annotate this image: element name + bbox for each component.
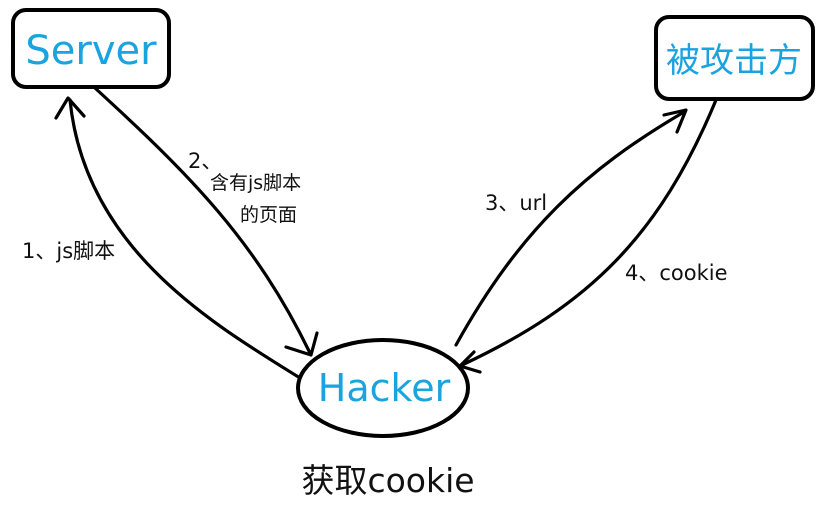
server-box <box>11 8 171 89</box>
label-step2-line3: 的页面 <box>240 204 297 226</box>
edge-server-to-hacker <box>93 86 319 357</box>
label-step3: 3、url <box>485 191 547 215</box>
edge-hacker-to-server <box>54 96 302 380</box>
label-step2-number: 2、 <box>188 149 222 173</box>
arrow-line <box>460 98 718 367</box>
arrow-head <box>54 96 86 120</box>
victim-box <box>654 15 815 101</box>
label-step1: 1、js脚本 <box>22 239 115 263</box>
victim-label: 被攻击方 <box>666 41 802 81</box>
edge-hacker-to-victim <box>454 108 688 347</box>
arrow-line <box>454 110 686 347</box>
hacker-node: Hacker <box>296 338 470 438</box>
label-step4: 4、cookie <box>625 261 728 285</box>
label-step2-line2: 含有js脚本 <box>210 172 301 194</box>
arrow-head <box>662 108 688 134</box>
server-label: Server <box>25 28 157 74</box>
arrow-head <box>284 331 319 357</box>
victim-node: 被攻击方 <box>654 15 815 101</box>
server-node: Server <box>11 8 171 89</box>
arrow-head <box>458 350 482 374</box>
edge-victim-to-hacker <box>458 98 718 374</box>
hacker-label: Hacker <box>318 366 451 410</box>
hacker-ellipse <box>296 338 470 438</box>
caption: 获取cookie <box>301 461 474 500</box>
arrow-line <box>68 98 302 380</box>
arrow-line <box>93 86 312 355</box>
